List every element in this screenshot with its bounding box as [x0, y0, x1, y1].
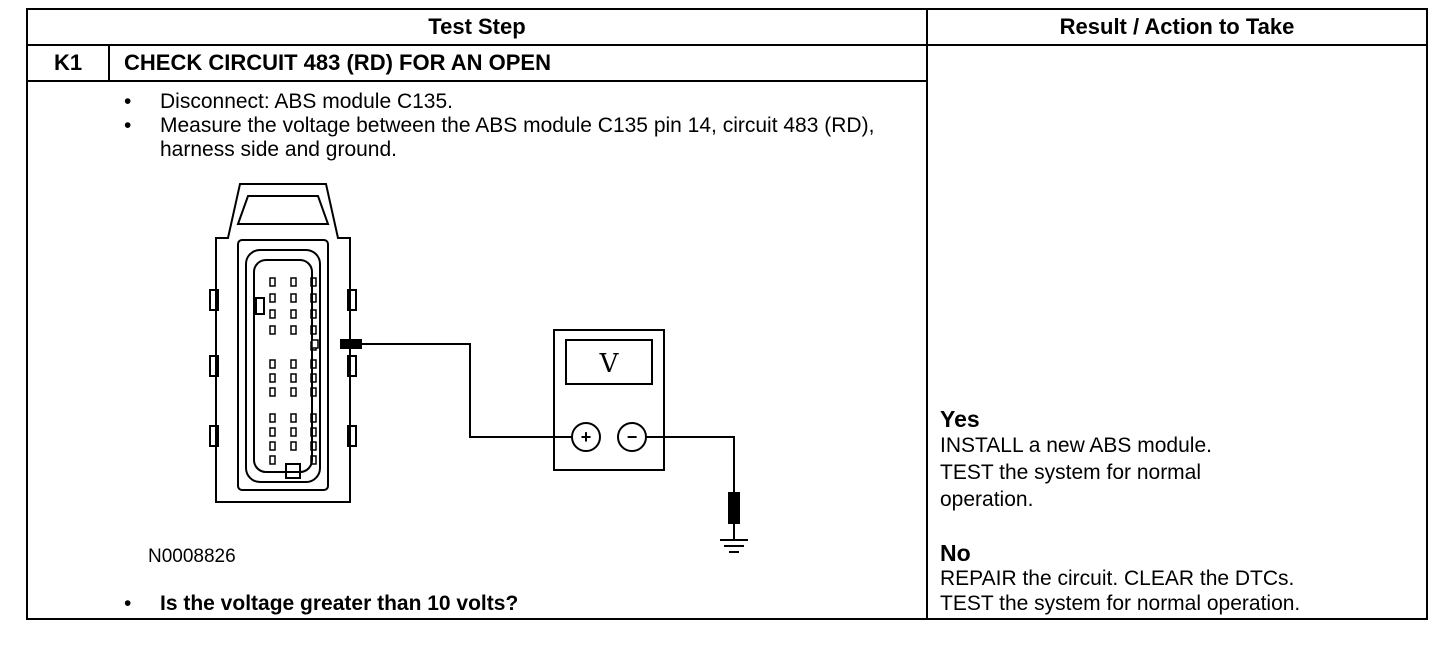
connector-voltmeter-diagram: V + −	[209, 183, 748, 553]
bullet-icon: •	[124, 592, 132, 615]
connector-c135-icon	[209, 183, 357, 503]
instruction-text: Measure the voltage between the ABS modu…	[160, 114, 875, 161]
ground-clip	[728, 492, 740, 524]
pin-14	[311, 339, 319, 349]
result-no-line: REPAIR the circuit. CLEAR the DTCs.	[940, 567, 1295, 590]
header-test-step: Test Step	[428, 14, 526, 39]
question: • Is the voltage greater than 10 volts?	[124, 592, 518, 616]
step-title: CHECK CIRCUIT 483 (RD) FOR AN OPEN	[124, 50, 551, 75]
result-no-line: TEST the system for normal operation.	[940, 592, 1301, 615]
negative-lead-wire	[646, 436, 735, 498]
step-title-divider	[28, 80, 926, 82]
result-yes: Yes INSTALL a new ABS module. TEST the s…	[940, 406, 1212, 513]
step-id-divider	[108, 44, 110, 80]
result-yes-label: Yes	[940, 406, 980, 432]
column-divider	[926, 10, 928, 618]
ground-icon	[720, 524, 748, 553]
bullet-icon: •	[124, 114, 132, 137]
result-no: No REPAIR the circuit. CLEAR the DTCs. T…	[940, 540, 1300, 616]
plus-terminal-symbol: +	[581, 427, 592, 447]
result-no-label: No	[940, 540, 971, 566]
header-divider	[28, 44, 1426, 46]
instruction-text: Disconnect: ABS module C135.	[160, 90, 453, 113]
result-yes-line: TEST the system for normal	[940, 461, 1202, 484]
bullet-icon: •	[124, 90, 132, 113]
minus-terminal-symbol: −	[627, 427, 638, 447]
header-result-action: Result / Action to Take	[1059, 14, 1295, 39]
diagnostic-table: Test Step Result / Action to Take K1 CHE…	[26, 8, 1428, 620]
connector-pins	[269, 277, 317, 465]
result-yes-line: operation.	[940, 488, 1034, 511]
instruction-item: • Measure the voltage between the ABS mo…	[124, 114, 904, 162]
meter-display-symbol: V	[599, 349, 620, 379]
instruction-item: • Disconnect: ABS module C135.	[124, 90, 904, 114]
probe-connector	[340, 339, 362, 349]
result-yes-line: INSTALL a new ABS module.	[940, 434, 1212, 457]
figure-id: N0008826	[148, 546, 236, 567]
step-id: K1	[53, 50, 83, 75]
question-text: Is the voltage greater than 10 volts?	[160, 592, 519, 615]
positive-lead-wire	[360, 343, 572, 438]
instruction-list: • Disconnect: ABS module C135. • Measure…	[124, 90, 904, 162]
